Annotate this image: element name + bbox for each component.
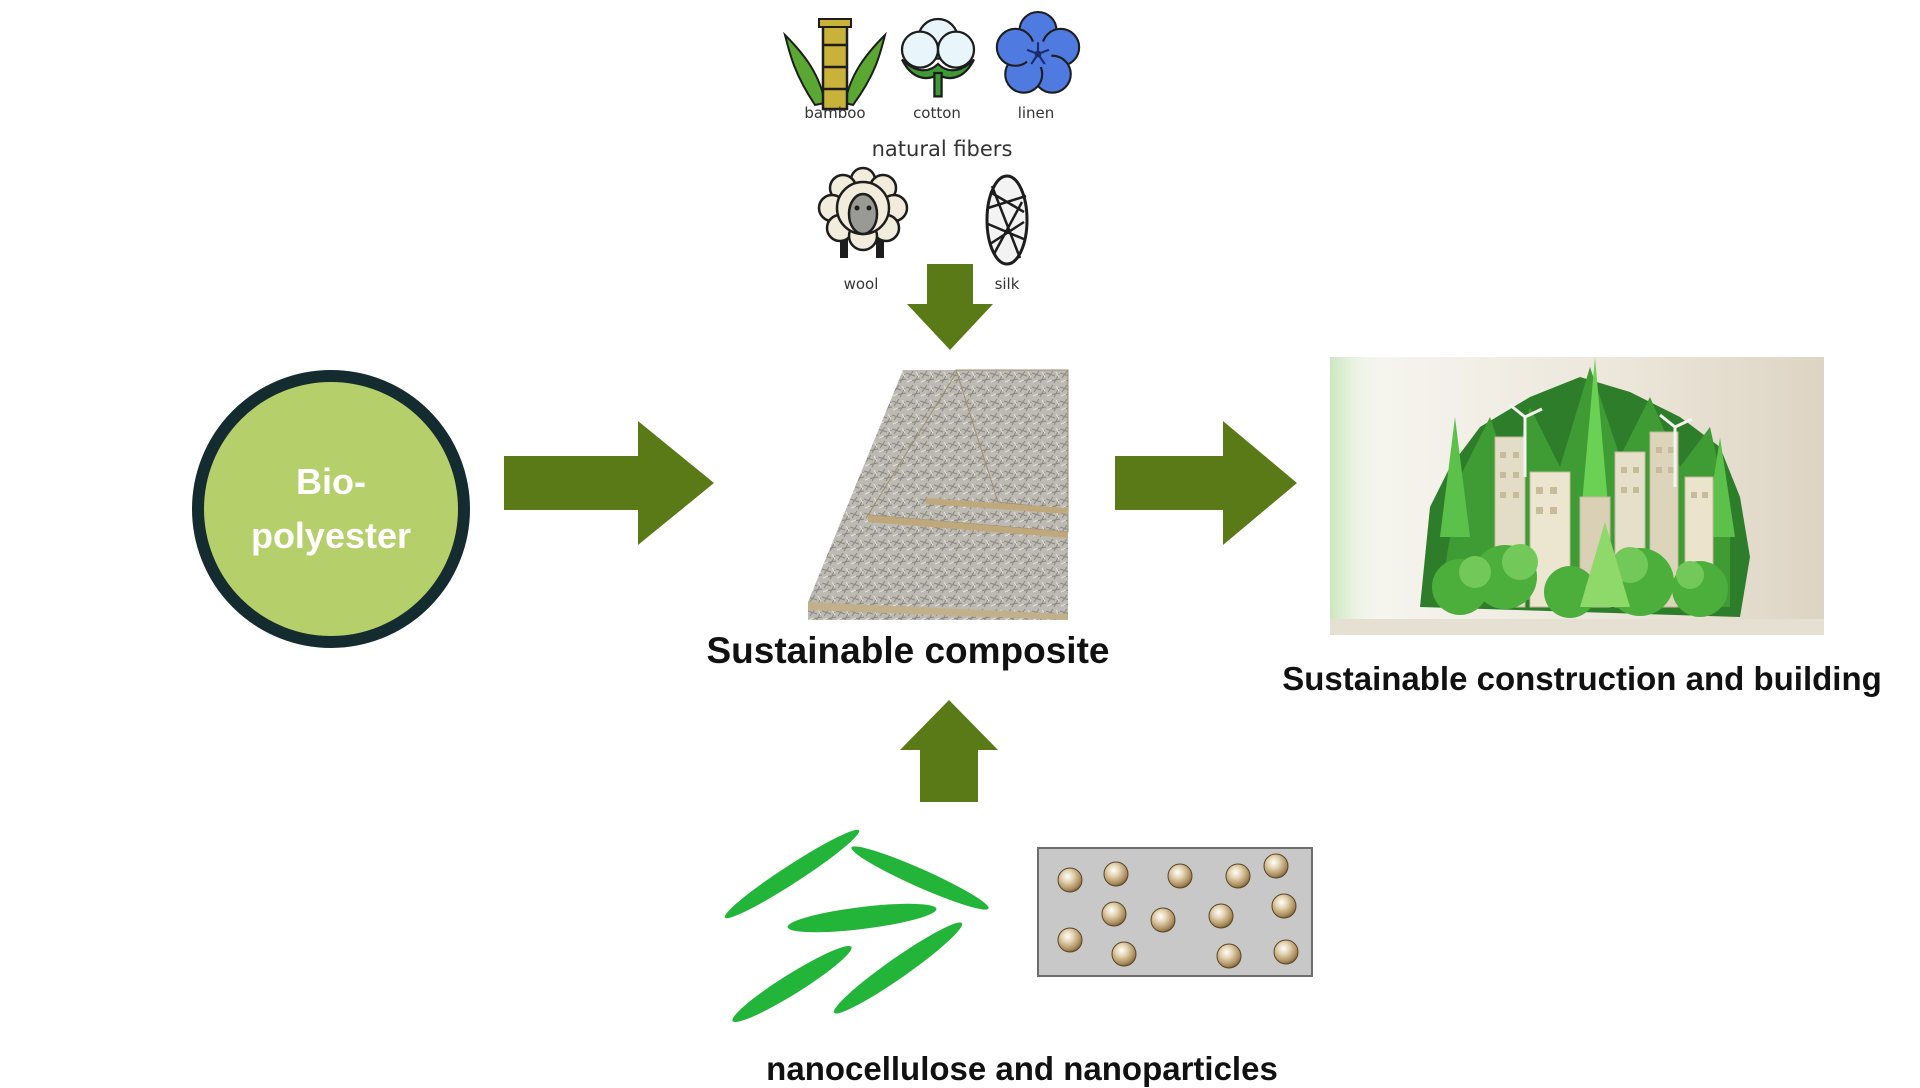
silk-cocoon-icon bbox=[985, 174, 1029, 266]
arrow-up-from-nano bbox=[900, 700, 998, 802]
silk-label: silk bbox=[994, 275, 1020, 293]
composite-label: Sustainable composite bbox=[706, 630, 1110, 671]
green-city-image bbox=[1330, 357, 1824, 635]
bio-polyester-label: Bio-polyester bbox=[250, 461, 412, 556]
nanocellulose-fibers-image bbox=[724, 829, 989, 1023]
arrow-down-from-fibers bbox=[907, 264, 993, 350]
cotton-label: cotton bbox=[913, 104, 961, 122]
linen-flower-icon bbox=[995, 10, 1081, 94]
nanoparticles-panel-image bbox=[1037, 847, 1313, 977]
wool-label: wool bbox=[843, 275, 879, 293]
bamboo-icon bbox=[783, 18, 887, 111]
bio-polyester-circle: Bio-polyester bbox=[192, 370, 470, 648]
natural-fibers-label: natural fibers bbox=[871, 137, 1013, 161]
cotton-icon bbox=[900, 17, 976, 98]
composite-boards-image bbox=[808, 369, 1069, 620]
arrow-right-to-composite bbox=[504, 421, 714, 545]
linen-label: linen bbox=[1017, 104, 1055, 122]
bamboo-label: bamboo bbox=[804, 104, 866, 122]
arrow-right-to-construction bbox=[1115, 421, 1297, 545]
sheep-icon bbox=[817, 166, 909, 258]
construction-label: Sustainable construction and building bbox=[1282, 660, 1882, 697]
nano-label: nanocellulose and nanoparticles bbox=[766, 1050, 1278, 1087]
